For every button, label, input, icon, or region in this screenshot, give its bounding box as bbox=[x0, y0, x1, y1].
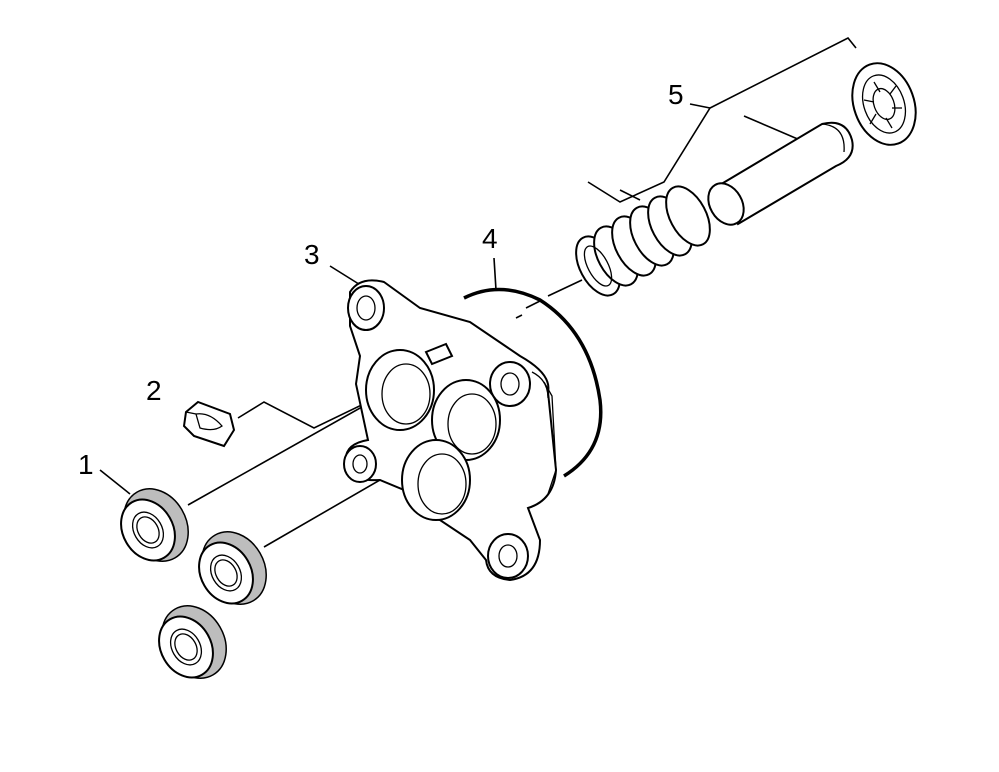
o-ring-part-4 bbox=[463, 287, 603, 478]
insert-part-2 bbox=[182, 400, 236, 448]
callout-5: 5 bbox=[668, 79, 684, 110]
callout-2: 2 bbox=[146, 375, 162, 406]
pin-part-5 bbox=[707, 121, 854, 226]
callout-1: 1 bbox=[78, 449, 94, 480]
seal-ring-3 bbox=[158, 605, 227, 679]
spring-part-5 bbox=[575, 185, 711, 297]
valve-housing-part-3 bbox=[343, 279, 558, 582]
callout-3: 3 bbox=[304, 239, 320, 270]
retaining-washer-part-5 bbox=[851, 62, 917, 146]
seal-ring-1 bbox=[120, 488, 189, 562]
callout-4: 4 bbox=[482, 223, 498, 254]
seal-ring-2 bbox=[198, 531, 267, 605]
